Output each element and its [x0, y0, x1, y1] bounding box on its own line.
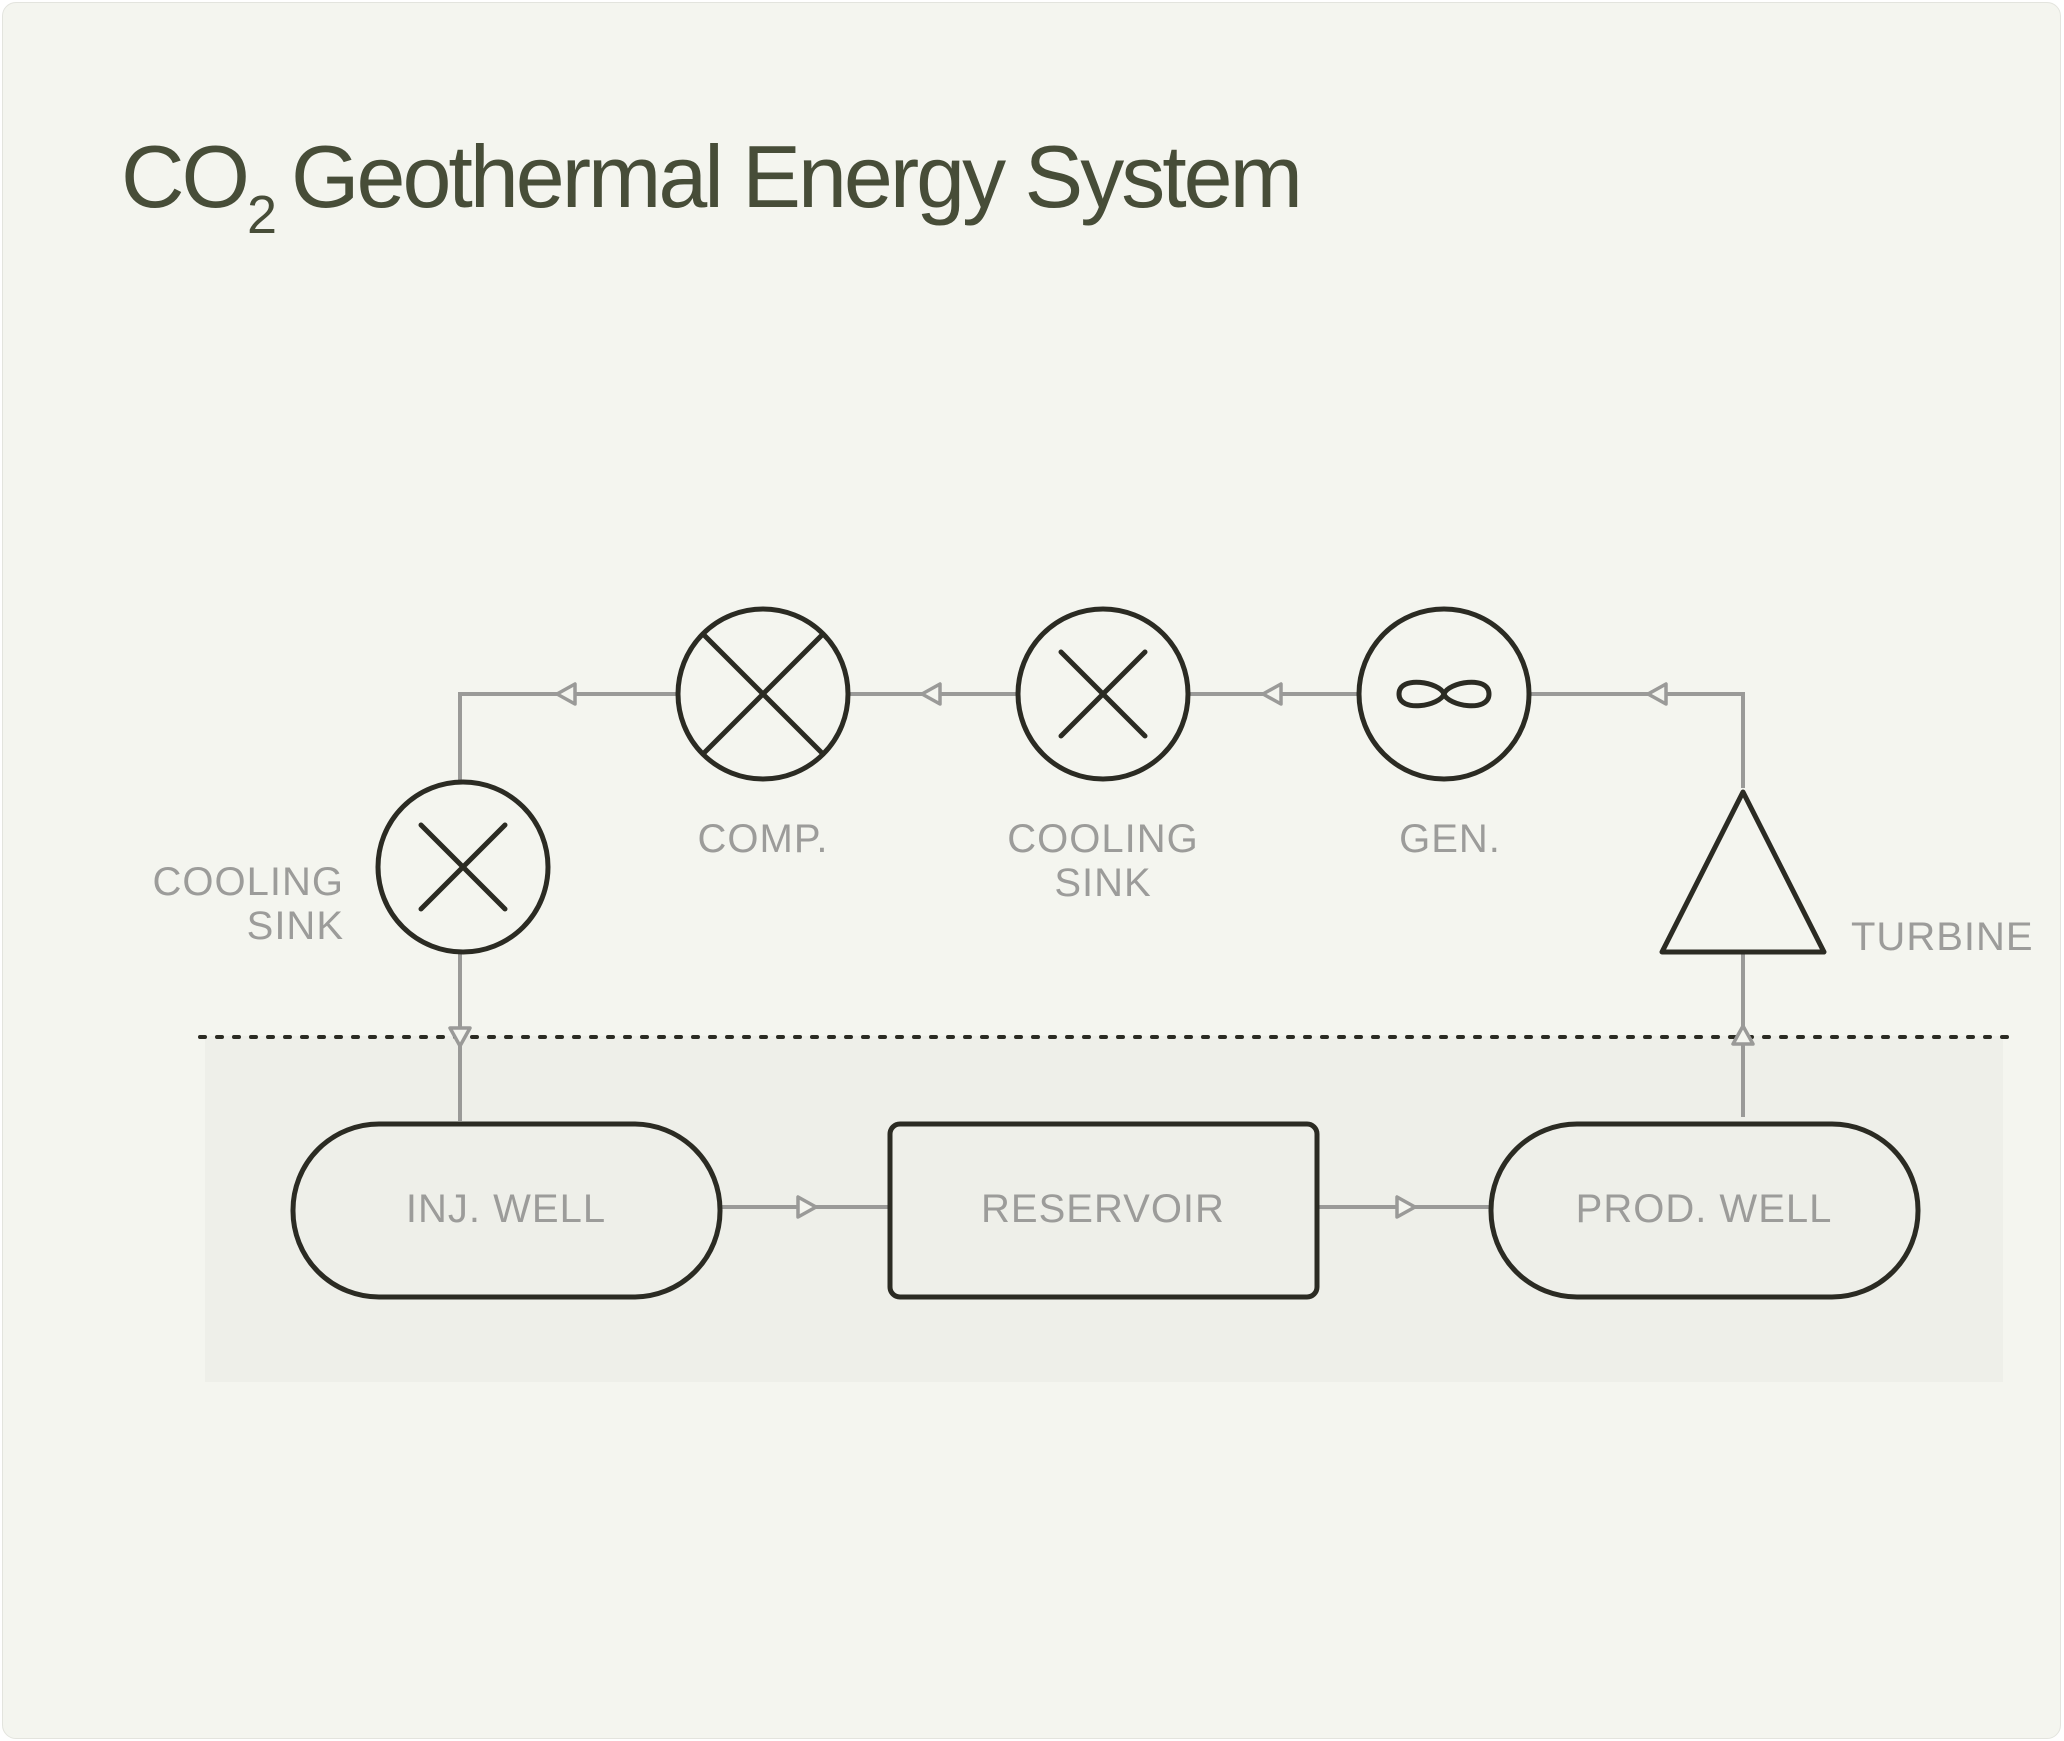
label-turbine: TURBINE: [1851, 915, 2034, 959]
injection-well-shape: [290, 1121, 723, 1300]
flow-arrow-left: [1261, 682, 1283, 706]
reservoir-shape: [887, 1121, 1320, 1300]
title-prefix: CO: [121, 127, 250, 226]
label-reservoir: RESERVOIR: [981, 1187, 1225, 1231]
flow-arrow-left: [920, 682, 942, 706]
pipe-turbine-to-generator: [1529, 692, 1745, 788]
title-subscript: 2: [247, 185, 278, 245]
turbine-symbol: [1659, 789, 1827, 955]
cooling-sink-left-symbol: [375, 779, 551, 955]
flow-arrow-down: [448, 1026, 472, 1048]
label-cooling-sink-left-line2: SINK: [247, 904, 344, 948]
flow-arrow-right: [1395, 1195, 1417, 1219]
label-production-well: PROD. WELL: [1576, 1187, 1833, 1231]
cross-icon: [1058, 649, 1148, 739]
generator-symbol: [1356, 606, 1532, 782]
title-rest: Geothermal Energy System: [291, 127, 1303, 226]
label-generator: GEN.: [1399, 817, 1501, 861]
cooling-sink-mid-symbol: [1015, 606, 1191, 782]
flow-arrow-left: [555, 682, 577, 706]
label-compressor: COMP.: [698, 817, 829, 861]
pipe-compressor-to-sink: [458, 692, 678, 782]
label-cooling-sink-left-line1: COOLING: [153, 860, 344, 904]
flow-arrows: [448, 682, 1755, 1219]
production-well-shape: [1488, 1121, 1921, 1300]
label-cooling-sink-mid-line1: COOLING: [1007, 817, 1198, 861]
compressor-symbol: [675, 606, 851, 782]
label-injection-well: INJ. WELL: [406, 1187, 606, 1231]
label-cooling-sink-mid-line2: SINK: [1054, 861, 1151, 905]
flow-arrow-left: [1646, 682, 1668, 706]
flow-arrow-right: [796, 1195, 818, 1219]
cross-icon: [700, 631, 826, 757]
flow-arrow-up: [1731, 1024, 1755, 1046]
infinity-icon: [1396, 679, 1492, 709]
cross-icon: [418, 822, 508, 912]
